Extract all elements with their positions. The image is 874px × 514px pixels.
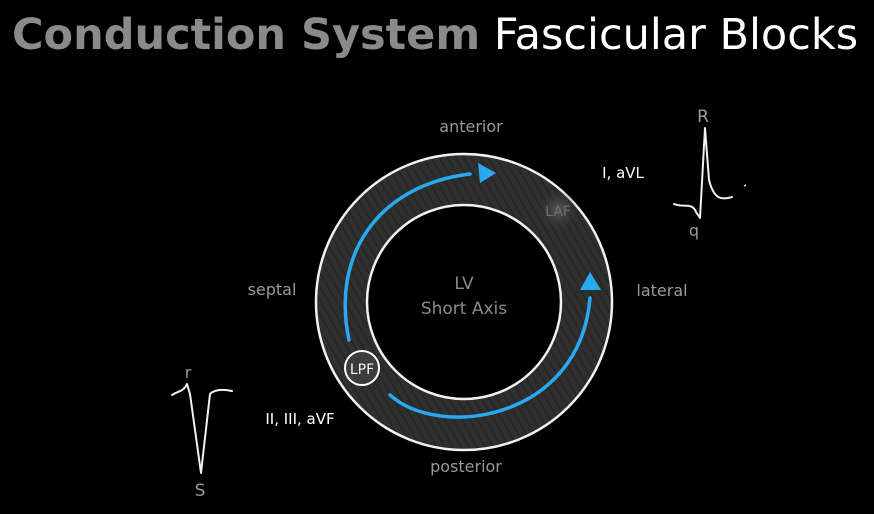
- title-secondary: Fascicular Blocks: [493, 10, 859, 60]
- lpf-marker: LPF: [344, 350, 380, 386]
- laf-label: LAF: [545, 204, 571, 220]
- wall-label-posterior: posterior: [430, 457, 502, 476]
- lv-ring: [300, 140, 630, 470]
- lead-label-upper: I, aVL: [602, 164, 644, 182]
- wall-label-anterior: anterior: [439, 117, 503, 136]
- ecg-qr-complex: R q: [673, 107, 747, 240]
- conduction-arrows: [343, 163, 601, 419]
- anterior-conduction-arrow: [343, 172, 472, 342]
- ecg-qr-trace: [673, 127, 733, 219]
- ecg-rs-trace: [171, 383, 233, 474]
- center-label-short-axis: Short Axis: [421, 299, 507, 319]
- ecg-rs-peak-label: r: [185, 363, 192, 382]
- lead-label-lower: II, III, aVF: [265, 410, 334, 428]
- ring-outer-border: [314, 152, 614, 452]
- posterior-conduction-arrow: [388, 296, 592, 419]
- center-label-lv: LV: [454, 274, 474, 294]
- anterior-arrowhead: [478, 163, 496, 183]
- lpf-label: LPF: [350, 362, 374, 378]
- ecg-qr-peak-label: R: [697, 107, 709, 127]
- ecg-qr-trough-label: q: [689, 221, 699, 240]
- wall-label-septal: septal: [248, 280, 297, 299]
- ecg-rs-complex: r S: [171, 363, 233, 501]
- wall-label-lateral: lateral: [636, 281, 687, 300]
- title-primary: Conduction System: [12, 10, 481, 60]
- ecg-rs-trough-label: S: [195, 481, 206, 501]
- posterior-arrowhead: [580, 272, 601, 290]
- ring-inner-border: [365, 203, 563, 401]
- laf-marker: LAF: [538, 190, 578, 230]
- page-title: Conduction System Fascicular Blocks: [12, 10, 858, 60]
